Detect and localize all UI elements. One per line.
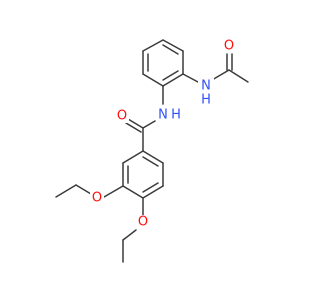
molecule-structure: O N H N H O O O (55, 39, 249, 263)
bond-ring1-f (142, 39, 164, 52)
oxygen-ethoxy3-label: O (92, 191, 102, 206)
bond-amide-co-a (127, 118, 144, 129)
bond-ring1-a (162, 39, 184, 52)
atom-labels: O N H N H O O O (90, 39, 236, 230)
bond-amide-co-b (125, 122, 142, 133)
bond-ring2-inner-2 (142, 182, 159, 193)
bond-o-ch2-ethoxy4 (122, 229, 137, 241)
atom-bg (136, 215, 150, 229)
bond-o-ch2-ethoxy3 (75, 184, 92, 195)
molecule-drawing: O N H N H O O O (55, 39, 249, 263)
bonds (55, 39, 249, 263)
bond-ring2-f (122, 150, 144, 164)
bond-ring1-d (142, 73, 164, 87)
atom-bg (222, 39, 236, 53)
bond-ring2-d (122, 185, 144, 199)
atom-bg (156, 107, 172, 123)
oxygen-ethoxy4-label: O (138, 215, 148, 230)
bond-ch2-ch3-ethoxy3 (55, 184, 77, 198)
bond-n-c-amide (142, 120, 156, 129)
atom-bg (198, 78, 214, 94)
bond-ring1-inner-3 (162, 70, 179, 81)
oxygen-amide-label: O (117, 109, 127, 124)
hydrogen-acetamido-label: H (201, 93, 211, 108)
atom-bg (90, 191, 104, 205)
atom-bg (115, 109, 129, 123)
hydrogen-amide-label: H (171, 108, 181, 123)
bond-ring1-inner-2 (162, 44, 179, 55)
bond-ring2-c (142, 185, 164, 199)
bond-ring2-inner-1 (142, 156, 159, 167)
nitrogen-amide-label: N (158, 108, 168, 123)
bond-c-n-acetamido (182, 73, 199, 83)
nitrogen-acetamido-label: N (201, 79, 211, 94)
oxygen-acetyl-label: O (224, 39, 234, 54)
bond-acetyl-methyl (228, 69, 249, 83)
bond-ring2-o-ethoxy3 (103, 185, 124, 198)
bond-n-c-acetyl (211, 69, 230, 81)
bond-ring2-a (142, 150, 164, 164)
bond-ring1-c (162, 73, 184, 87)
